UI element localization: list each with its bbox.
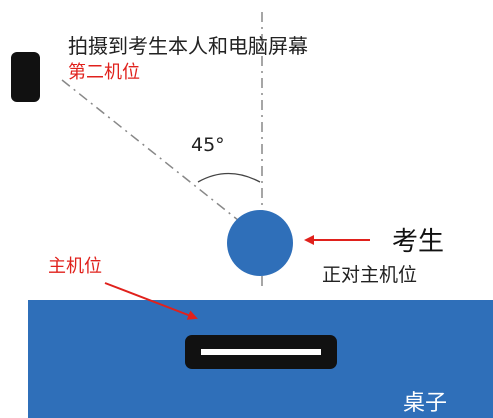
examinee-label: 考生 (392, 227, 445, 257)
main-position-label: 主机位 (48, 256, 102, 277)
person-circle-icon (227, 210, 293, 276)
examinee-subtitle: 正对主机位 (322, 264, 418, 286)
desk-label: 桌子 (403, 391, 448, 416)
phone-icon (11, 52, 40, 102)
angle-label: 45° (191, 134, 225, 156)
angle-guide-line (61, 79, 249, 229)
main-position-arrow (104, 282, 198, 320)
monitor-screen-bar (201, 349, 321, 355)
second-position-label: 第二机位 (68, 62, 140, 83)
caption-text: 拍摄到考生本人和电脑屏幕 (68, 34, 308, 58)
angle-arc (197, 172, 261, 183)
